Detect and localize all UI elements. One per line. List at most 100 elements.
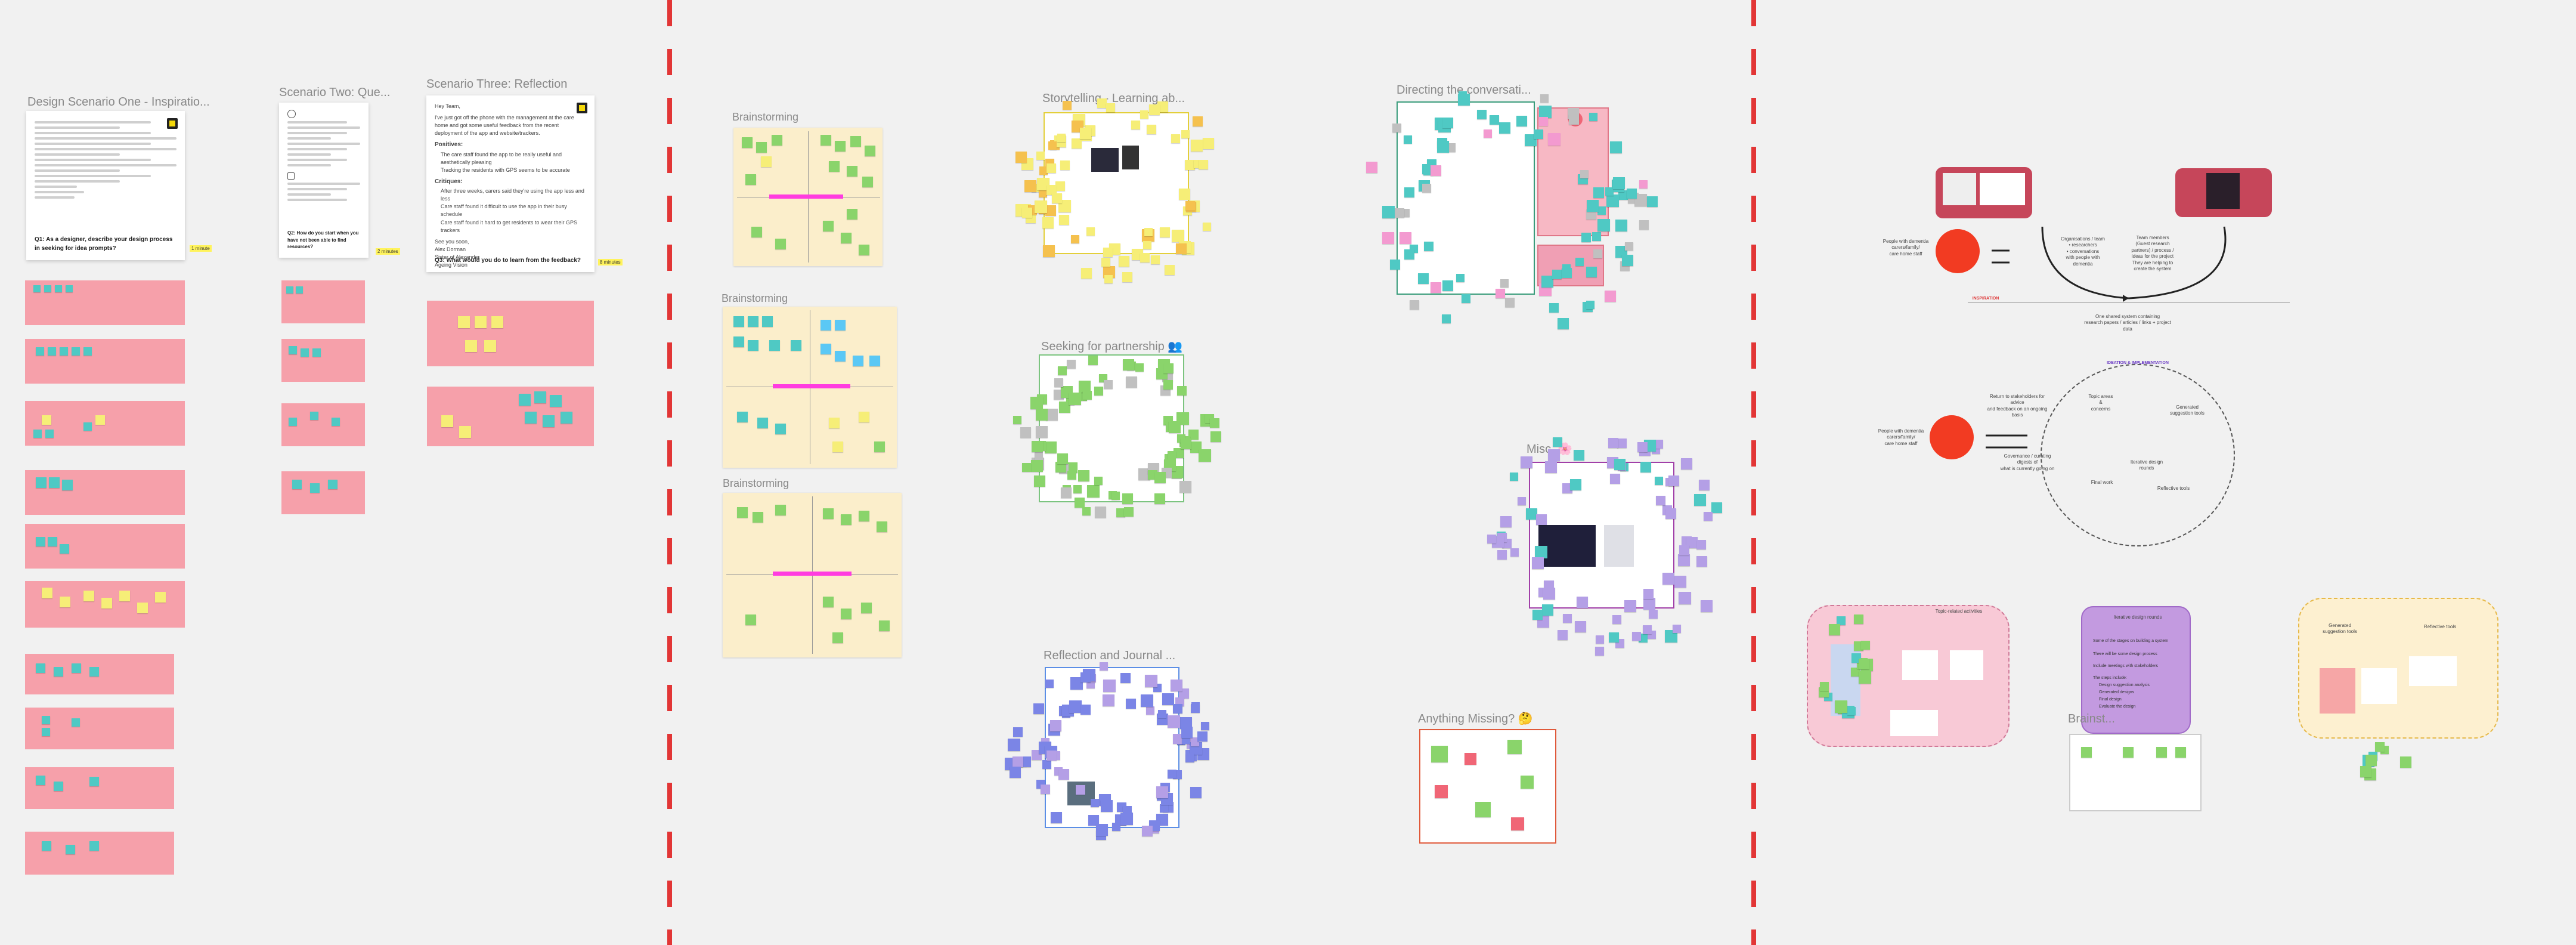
sticky-note[interactable] — [1605, 187, 1614, 196]
sticky-note[interactable] — [751, 227, 762, 237]
sticky-note[interactable] — [832, 632, 843, 643]
sticky-note[interactable] — [1088, 356, 1098, 366]
sticky-note[interactable] — [1654, 439, 1663, 449]
sticky-note[interactable] — [1094, 386, 1104, 396]
sticky-note[interactable] — [310, 412, 318, 420]
sticky-note[interactable] — [1040, 785, 1050, 795]
sticky-note[interactable] — [1067, 359, 1076, 369]
sticky-note[interactable] — [286, 286, 293, 294]
sticky-note[interactable] — [1589, 112, 1598, 121]
sticky-note[interactable] — [1531, 557, 1544, 570]
sticky-note[interactable] — [1534, 546, 1547, 559]
sticky-note[interactable] — [1837, 616, 1846, 626]
sticky-note[interactable] — [1163, 363, 1174, 373]
sticky-note[interactable] — [832, 441, 843, 452]
sticky-note[interactable] — [1525, 508, 1537, 520]
sticky-note[interactable] — [1510, 548, 1519, 557]
sticky-note[interactable] — [310, 483, 320, 493]
sticky-note[interactable] — [1418, 273, 1429, 284]
sticky-note[interactable] — [1518, 496, 1527, 505]
sticky-note[interactable] — [865, 146, 875, 156]
sticky-note[interactable] — [1461, 294, 1470, 303]
sticky-note[interactable] — [36, 776, 45, 785]
sticky-note[interactable] — [1547, 132, 1561, 146]
sticky-note[interactable] — [1036, 425, 1048, 438]
sticky-note[interactable] — [1711, 502, 1723, 514]
sticky-note[interactable] — [823, 508, 834, 519]
sticky-note[interactable] — [1422, 184, 1431, 193]
sticky-note[interactable] — [1083, 390, 1092, 400]
sticky-note[interactable] — [561, 412, 572, 424]
sticky-note[interactable] — [1168, 715, 1181, 728]
sticky-note[interactable] — [1080, 672, 1091, 682]
sticky-note[interactable] — [1389, 259, 1400, 270]
sticky-note[interactable] — [1592, 231, 1601, 241]
sticky-note[interactable] — [1148, 104, 1160, 115]
sticky-note[interactable] — [45, 430, 54, 438]
sticky-note[interactable] — [1403, 135, 1412, 144]
sticky-note[interactable] — [1185, 160, 1196, 171]
sticky-note[interactable] — [72, 663, 81, 673]
sticky-note[interactable] — [853, 356, 863, 366]
sticky-note[interactable] — [1050, 811, 1062, 823]
sticky-note[interactable] — [2175, 747, 2186, 758]
sticky-note[interactable] — [1404, 249, 1415, 260]
sticky-note[interactable] — [1045, 205, 1057, 217]
sticky-note[interactable] — [1511, 817, 1524, 830]
sticky-note[interactable] — [1627, 189, 1637, 199]
sticky-note[interactable] — [1008, 739, 1021, 752]
sticky-note[interactable] — [1045, 680, 1054, 688]
sticky-note[interactable] — [1031, 459, 1044, 472]
sticky-note[interactable] — [2081, 747, 2092, 758]
sticky-note[interactable] — [1197, 731, 1208, 742]
sticky-note[interactable] — [42, 716, 50, 724]
sticky-note[interactable] — [1063, 100, 1072, 110]
sticky-note[interactable] — [44, 285, 51, 292]
scenario-one-card[interactable]: Q1: As a designer, describe your design … — [26, 111, 185, 260]
sticky-note[interactable] — [1185, 753, 1194, 762]
sticky-note[interactable] — [1436, 140, 1449, 153]
sticky-note[interactable] — [1140, 252, 1150, 262]
sticky-note[interactable] — [1210, 418, 1219, 428]
sticky-note[interactable] — [1593, 249, 1602, 258]
sticky-note[interactable] — [1586, 266, 1597, 277]
sticky-note[interactable] — [1170, 679, 1182, 691]
sticky-note[interactable] — [1557, 630, 1568, 641]
sticky-note[interactable] — [1122, 493, 1133, 505]
sticky-note[interactable] — [1202, 222, 1211, 231]
sticky-note[interactable] — [49, 477, 60, 488]
sticky-note[interactable] — [1431, 746, 1448, 762]
sticky-note[interactable] — [847, 166, 857, 177]
sticky-note[interactable] — [1679, 545, 1690, 555]
sticky-note[interactable] — [1547, 449, 1560, 461]
sticky-note[interactable] — [874, 441, 885, 452]
sticky-note[interactable] — [1698, 479, 1710, 490]
sticky-note[interactable] — [1088, 815, 1100, 826]
sticky-note[interactable] — [1181, 726, 1193, 738]
sticky-note[interactable] — [1068, 393, 1081, 406]
sticky-note[interactable] — [1035, 200, 1048, 213]
sticky-note[interactable] — [1126, 699, 1137, 709]
sticky-note[interactable] — [458, 316, 470, 328]
sticky-note[interactable] — [36, 537, 45, 546]
sticky-note[interactable] — [42, 841, 51, 851]
sticky-note[interactable] — [83, 422, 92, 431]
sticky-note[interactable] — [312, 348, 321, 357]
sticky-note[interactable] — [821, 344, 831, 354]
sticky-note[interactable] — [1456, 274, 1465, 283]
answer-band[interactable] — [25, 767, 174, 809]
sticky-note[interactable] — [33, 430, 42, 438]
sticky-note[interactable] — [89, 777, 99, 786]
sticky-note[interactable] — [1510, 472, 1519, 481]
sticky-note[interactable] — [83, 591, 94, 601]
sticky-note[interactable] — [1080, 267, 1092, 279]
sticky-note[interactable] — [1157, 101, 1169, 113]
sticky-note[interactable] — [1101, 258, 1110, 267]
sticky-note[interactable] — [1668, 475, 1680, 486]
sticky-note[interactable] — [1639, 220, 1649, 230]
frame-title-storytelling[interactable]: Storytelling - Learning ab... — [1042, 92, 1185, 105]
sticky-note[interactable] — [1067, 470, 1077, 480]
sticky-note[interactable] — [1581, 232, 1591, 242]
sticky-note[interactable] — [761, 156, 772, 167]
sticky-note[interactable] — [1159, 804, 1168, 813]
